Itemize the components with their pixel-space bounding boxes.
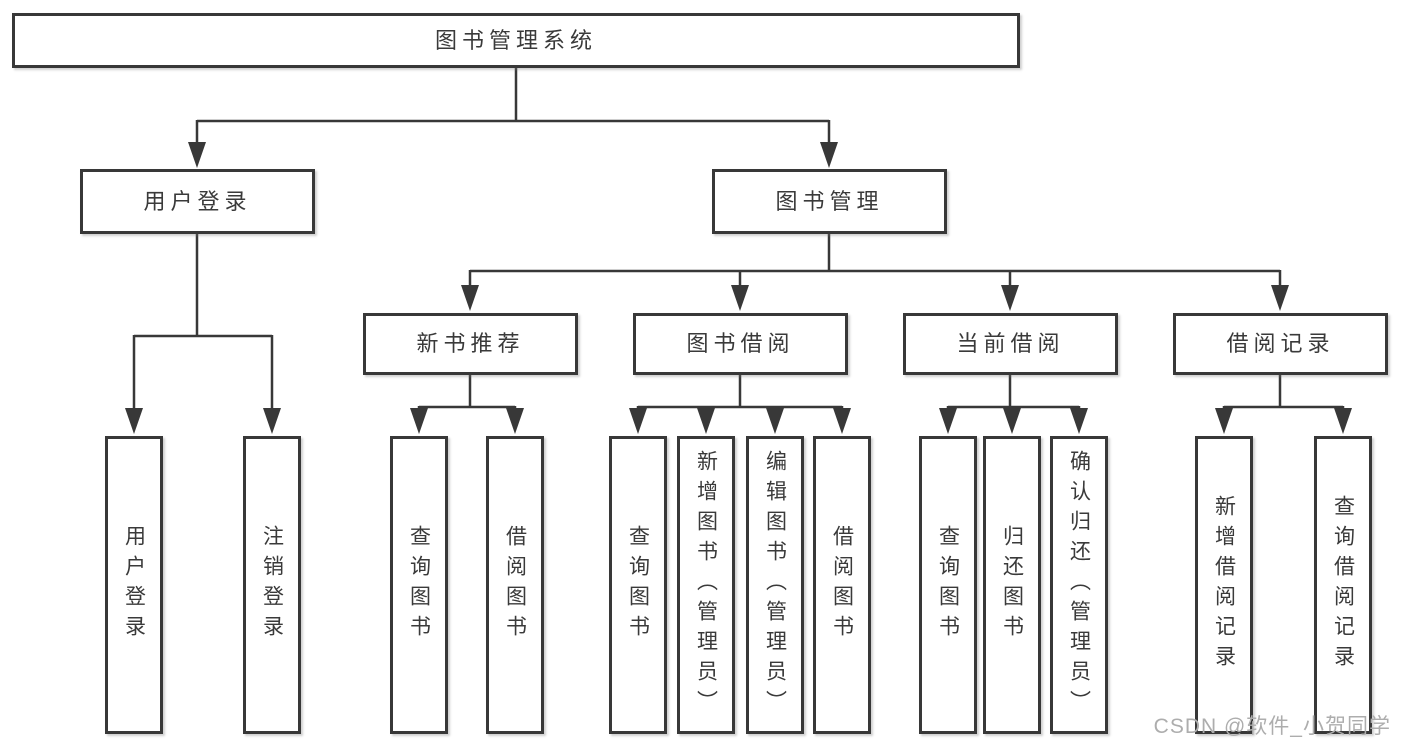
arrow-down-icon [188,142,206,168]
arrow-down-icon [833,408,851,434]
node-user-login: 用户登录 [80,169,315,234]
node-user-login-label: 用户登录 [143,188,252,214]
leaf-borrow-books-recommend-label: 借阅图书 [503,525,527,645]
leaf-borrow-books-recommend: 借阅图书 [486,436,544,734]
node-book-borrowing-label: 图书借阅 [686,331,795,356]
arrow-down-icon [629,408,647,434]
leaf-query-books-borrowing-label: 查询图书 [626,525,650,645]
arrow-down-icon [263,408,281,434]
arrow-down-icon [1001,285,1019,311]
node-current-borrowing: 当前借阅 [903,313,1118,375]
node-book-borrowing: 图书借阅 [633,313,848,375]
node-root-system: 图书管理系统 [12,13,1020,68]
leaf-user-login: 用户登录 [105,436,163,734]
leaf-confirm-return-admin: 确认归还（管理员） [1050,436,1108,734]
node-book-management-label: 图书管理 [775,188,884,214]
arrow-down-icon [461,285,479,311]
node-new-book-recommend: 新书推荐 [363,313,578,375]
leaf-logout-login: 注销登录 [243,436,301,734]
arrow-down-icon [410,408,428,434]
leaf-query-borrow-record-label: 查询借阅记录 [1331,495,1355,675]
arrow-down-icon [1215,408,1233,434]
arrow-down-icon [1334,408,1352,434]
arrow-down-icon [1003,408,1021,434]
arrow-down-icon [125,408,143,434]
leaf-add-borrow-record-label: 新增借阅记录 [1212,495,1236,675]
leaf-return-books-label: 归还图书 [1000,525,1024,645]
arrow-down-icon [1070,408,1088,434]
leaf-query-books-current: 查询图书 [919,436,977,734]
arrow-down-icon [697,408,715,434]
arrow-down-icon [820,142,838,168]
arrow-down-icon [939,408,957,434]
leaf-user-login-label: 用户登录 [122,525,146,645]
arrow-down-icon [731,285,749,311]
leaf-confirm-return-admin-label: 确认归还（管理员） [1067,450,1091,720]
leaf-borrow-books-borrowing-label: 借阅图书 [830,525,854,645]
leaf-return-books: 归还图书 [983,436,1041,734]
leaf-query-borrow-record: 查询借阅记录 [1314,436,1372,734]
node-borrow-records: 借阅记录 [1173,313,1388,375]
node-book-management: 图书管理 [712,169,947,234]
node-new-book-recommend-label: 新书推荐 [416,331,525,356]
leaf-borrow-books-borrowing: 借阅图书 [813,436,871,734]
arrow-down-icon [506,408,524,434]
leaf-edit-book-admin-label: 编辑图书（管理员） [763,450,787,720]
arrow-down-icon [766,408,784,434]
leaf-query-books-current-label: 查询图书 [936,525,960,645]
leaf-query-books-recommend-label: 查询图书 [407,525,431,645]
node-current-borrowing-label: 当前借阅 [956,331,1065,356]
leaf-add-book-admin: 新增图书（管理员） [677,436,735,734]
arrow-down-icon [1271,285,1289,311]
node-root-system-label: 图书管理系统 [434,27,597,53]
leaf-edit-book-admin: 编辑图书（管理员） [746,436,804,734]
leaf-add-book-admin-label: 新增图书（管理员） [694,450,718,720]
csdn-watermark: CSDN @软件_小贺同学 [1153,715,1391,738]
leaf-query-books-recommend: 查询图书 [390,436,448,734]
node-borrow-records-label: 借阅记录 [1226,331,1335,356]
leaf-query-books-borrowing: 查询图书 [609,436,667,734]
leaf-add-borrow-record: 新增借阅记录 [1195,436,1253,734]
leaf-logout-login-label: 注销登录 [260,525,284,645]
